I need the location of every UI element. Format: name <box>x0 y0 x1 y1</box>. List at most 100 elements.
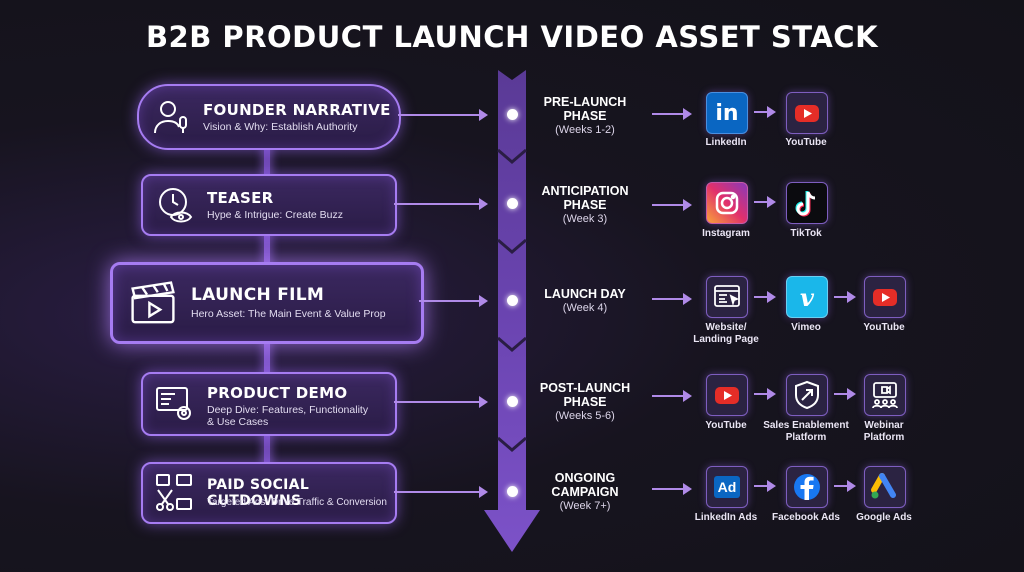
platform-linkedin-ads: Ad <box>706 466 748 508</box>
google-ads-icon <box>871 473 896 499</box>
platform-webinar <box>864 374 906 416</box>
instagram-icon <box>715 191 739 215</box>
timeline-node <box>507 486 518 497</box>
platform-chain-arrow <box>754 480 776 492</box>
youtube-icon <box>715 387 739 404</box>
asset-founder-narrative: FOUNDER NARRATIVE Vision & Why: Establis… <box>137 84 401 150</box>
platform-label: LinkedIn Ads <box>694 512 758 523</box>
asset-title: FOUNDER NARRATIVE <box>203 101 391 119</box>
clapperboard-icon <box>131 281 175 324</box>
asset-to-timeline-arrow <box>419 295 488 307</box>
phase-to-platform-arrow <box>652 199 692 211</box>
platform-label: Platform <box>863 432 905 443</box>
founder-microphone-icon <box>154 101 187 134</box>
asset-to-timeline-arrow <box>398 109 488 121</box>
platform-chain-arrow <box>754 196 776 208</box>
platform-label: LinkedIn <box>705 137 747 148</box>
platform-chain-arrow <box>834 388 856 400</box>
phase-to-platform-arrow <box>652 390 692 402</box>
platform-label: Webinar <box>864 420 904 431</box>
website-icon <box>714 285 740 307</box>
platform-chain-arrow <box>754 106 776 118</box>
platform-chain-arrow <box>834 480 856 492</box>
screen-gear-icon <box>156 387 191 420</box>
phase-post-launch: POST-LAUNCH PHASE (Weeks 5-6) <box>530 381 640 423</box>
phase-name: PHASE <box>563 395 607 409</box>
platform-label: Facebook Ads <box>772 512 840 523</box>
asset-paid-social-cutdowns: PAID SOCIAL CUTDOWNS Targeted Ads: Drive… <box>141 462 397 524</box>
asset-title: PRODUCT DEMO <box>207 384 348 402</box>
platform-label: Website/ <box>705 322 747 333</box>
asset-title: PAID SOCIAL CUTDOWNS <box>207 477 310 509</box>
asset-subtitle: Vision & Why: Establish Authority <box>203 121 358 133</box>
phase-name: POST-LAUNCH <box>539 381 631 395</box>
platform-label: Landing Page <box>693 334 759 345</box>
asset-title: LAUNCH FILM <box>191 285 325 305</box>
phase-name: CAMPAIGN <box>551 485 619 499</box>
platform-google-ads <box>864 466 906 508</box>
platform-sales-enablement <box>786 374 828 416</box>
asset-subtitle: Targeted Ads: Drive Traffic & Conversion <box>207 497 387 508</box>
phase-timing: (Week 4) <box>562 302 608 314</box>
phase-name: LAUNCH DAY <box>544 287 626 301</box>
tiktok-icon <box>795 191 816 217</box>
timeline-node <box>507 396 518 407</box>
phase-name: ANTICIPATION <box>541 184 629 198</box>
webinar-icon <box>872 382 898 409</box>
platform-tiktok <box>786 182 828 224</box>
platform-chain-arrow <box>754 388 776 400</box>
phase-name: ONGOING <box>554 471 616 485</box>
youtube-icon <box>873 289 897 306</box>
phase-to-platform-arrow <box>652 108 692 120</box>
platform-label: Vimeo <box>791 322 821 333</box>
platform-label: Google Ads <box>856 512 912 523</box>
phase-timing: (Weeks 5-6) <box>555 410 615 422</box>
asset-to-timeline-arrow <box>394 198 488 210</box>
platform-website <box>706 276 748 318</box>
linkedin-icon: in <box>715 100 739 126</box>
platform-label: TikTok <box>790 228 822 239</box>
phase-timing: (Week 3) <box>562 213 608 225</box>
phase-to-platform-arrow <box>652 293 692 305</box>
platform-youtube <box>864 276 906 318</box>
platform-label: YouTube <box>863 322 905 333</box>
phase-name: PRE-LAUNCH <box>543 95 627 109</box>
sales-enablement-icon <box>795 380 819 410</box>
clock-eye-icon <box>159 188 193 223</box>
asset-teaser: TEASER Hype & Intrigue: Create Buzz <box>141 174 397 236</box>
facebook-icon <box>794 474 820 500</box>
platform-chain-arrow <box>754 291 776 303</box>
platform-youtube <box>706 374 748 416</box>
timeline-spine <box>484 70 540 552</box>
phase-pre-launch: PRE-LAUNCH PHASE (Weeks 1-2) <box>530 95 640 137</box>
platform-label: Sales Enablement <box>763 420 849 431</box>
platform-label: YouTube <box>785 137 827 148</box>
platform-chain-arrow <box>834 291 856 303</box>
timeline-node <box>507 295 518 306</box>
timeline-node <box>507 198 518 209</box>
linkedin-ads-icon: Ad <box>714 476 740 498</box>
phase-launch-day: LAUNCH DAY (Week 4) <box>530 287 640 315</box>
phase-timing: (Week 7+) <box>559 500 611 512</box>
phase-anticipation: ANTICIPATION PHASE (Week 3) <box>530 184 640 226</box>
phase-to-platform-arrow <box>652 483 692 495</box>
platform-youtube <box>786 92 828 134</box>
phase-ongoing: ONGOING CAMPAIGN (Week 7+) <box>530 471 640 513</box>
asset-subtitle: Hype & Intrigue: Create Buzz <box>207 209 343 221</box>
phase-name: PHASE <box>563 198 607 212</box>
asset-subtitle: Hero Asset: The Main Event & Value Prop <box>191 308 386 320</box>
asset-to-timeline-arrow <box>394 486 488 498</box>
platform-vimeo: v <box>786 276 828 318</box>
asset-launch-film: LAUNCH FILM Hero Asset: The Main Event &… <box>110 262 424 344</box>
phase-name: PHASE <box>563 109 607 123</box>
platform-facebook-ads <box>786 466 828 508</box>
platform-label: YouTube <box>705 420 747 431</box>
asset-to-timeline-arrow <box>394 396 488 408</box>
asset-product-demo: PRODUCT DEMO Deep Dive: Features, Functi… <box>141 372 397 436</box>
platform-linkedin: in <box>706 92 748 134</box>
phase-timing: (Weeks 1-2) <box>555 124 615 136</box>
scissors-clips-icon <box>156 474 192 511</box>
platform-label: Platform <box>785 432 827 443</box>
platform-instagram <box>706 182 748 224</box>
asset-title: TEASER <box>207 189 274 207</box>
